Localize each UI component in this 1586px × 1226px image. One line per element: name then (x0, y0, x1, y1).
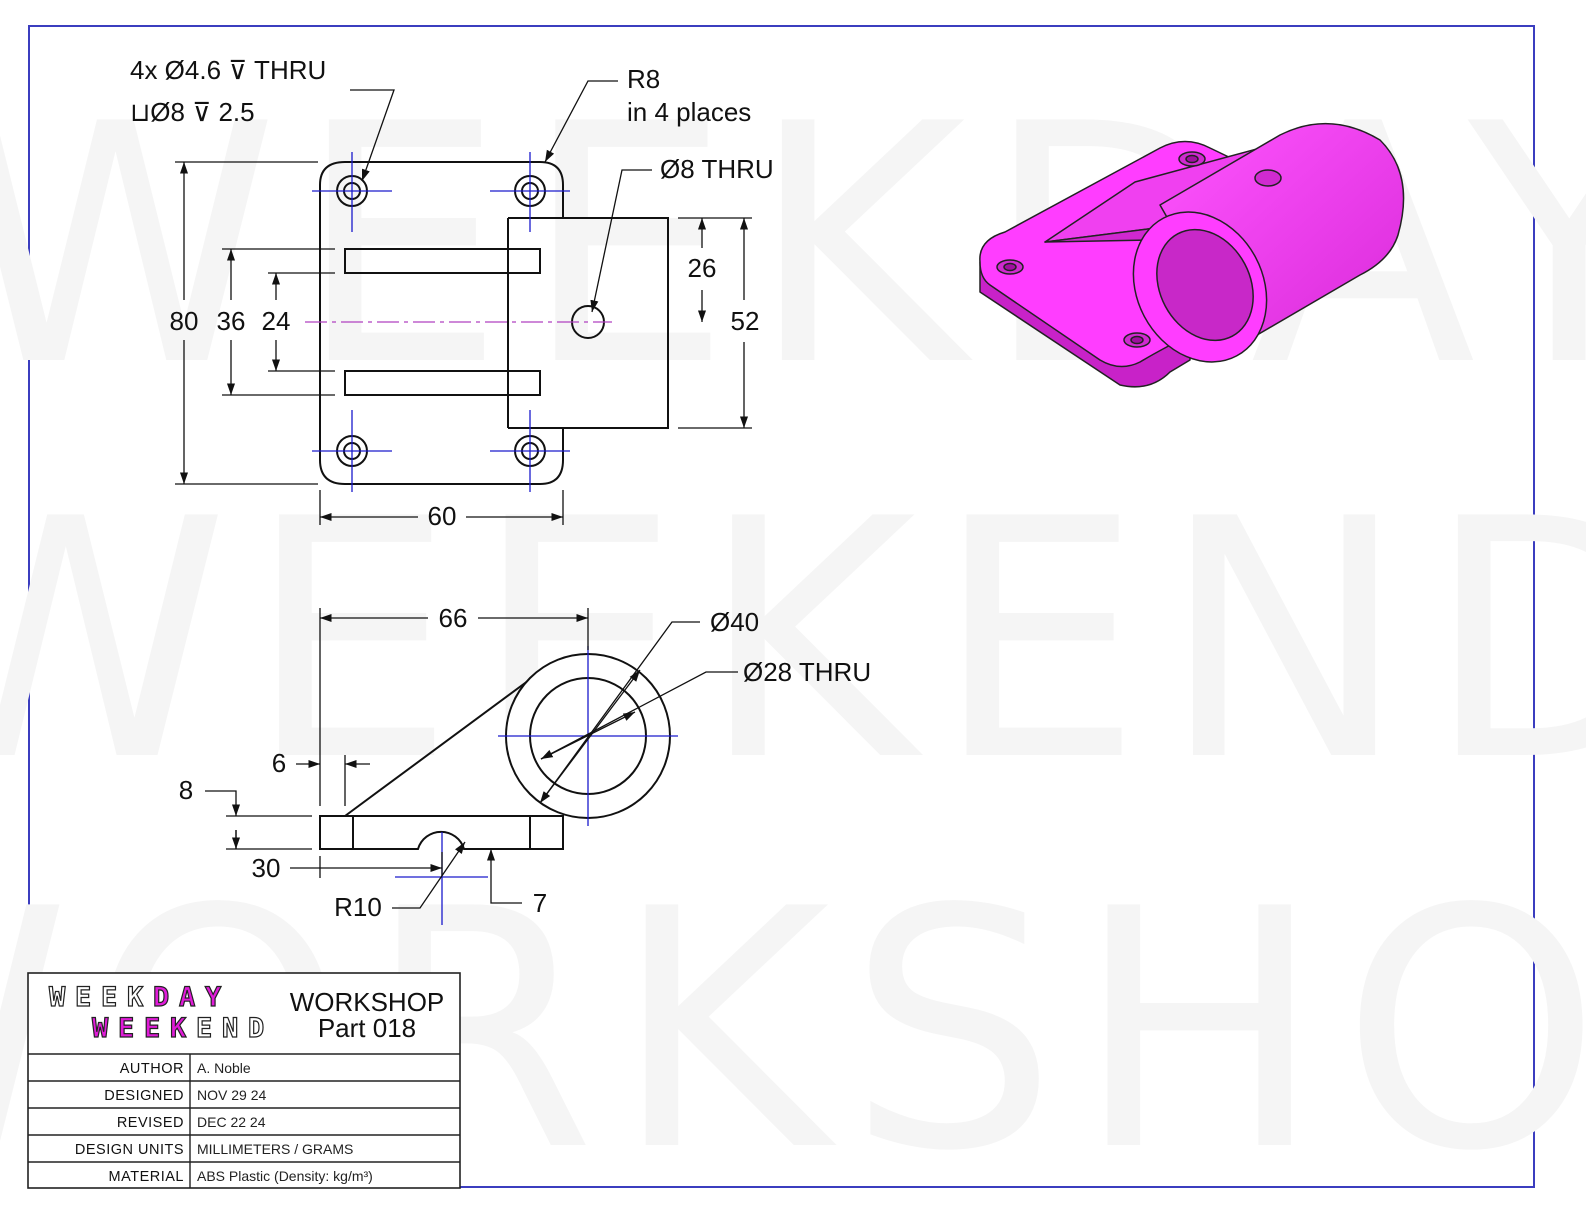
dim-cut-depth: 7 (533, 888, 547, 918)
dim-cut-position: 30 (252, 853, 281, 883)
svg-text:K: K (127, 982, 144, 1013)
dim-base-thickness: 8 (179, 775, 193, 805)
row-label-units: DESIGN UNITS (75, 1142, 184, 1158)
row-label-material: MATERIAL (109, 1169, 184, 1185)
title-block-part: Part 018 (318, 1013, 416, 1043)
svg-text:E: E (196, 1013, 212, 1044)
svg-text:E: E (101, 982, 117, 1013)
svg-text:W: W (49, 982, 66, 1013)
svg-text:E: E (144, 1013, 160, 1044)
svg-text:D: D (153, 982, 169, 1013)
dim-length: 66 (439, 603, 468, 633)
svg-text:A: A (179, 982, 195, 1013)
fillet-radius: R8 (627, 64, 660, 94)
brand-logo: W E E K D A Y W E E K E N D (48, 981, 264, 1044)
row-value-units: MILLIMETERS / GRAMS (197, 1141, 353, 1157)
dim-slot-inner: 24 (262, 306, 291, 336)
svg-text:W: W (92, 1013, 109, 1044)
dim-slot-outer: 36 (217, 306, 246, 336)
drawing-border (28, 25, 1535, 1188)
boss-diameter-callout: Ø40 (710, 607, 759, 637)
bore-diameter-callout: Ø28 THRU (743, 657, 871, 687)
isometric-model (979, 122, 1405, 388)
svg-text:E: E (75, 982, 91, 1013)
svg-text:D: D (248, 1013, 264, 1044)
svg-text:K: K (170, 1013, 187, 1044)
fillet-count: in 4 places (627, 97, 751, 127)
svg-text:N: N (222, 1013, 238, 1044)
title-block: W E E K D A Y W E E K E N D WORKSHOP Par… (27, 972, 461, 1189)
title-block-title: WORKSHOP (290, 987, 445, 1017)
dim-block-height: 52 (731, 306, 760, 336)
row-value-material: ABS Plastic (Density: kg/m³) (197, 1168, 373, 1184)
dim-height-overall: 80 (170, 306, 199, 336)
hole-callout: 4x Ø4.6 ⊽ THRU (130, 55, 326, 85)
watermark-line2: WEEKEND (0, 449, 1586, 833)
dim-rib-offset: 6 (272, 748, 286, 778)
watermark: WEEKDAY WEEKEND WORKSHOP (0, 54, 1586, 1223)
dimension-lines-front (205, 608, 738, 909)
dim-width: 60 (428, 501, 457, 531)
centerlines-top (312, 152, 570, 492)
svg-text:E: E (118, 1013, 134, 1044)
row-value-author: A. Noble (197, 1060, 251, 1076)
row-value-designed: NOV 29 24 (197, 1087, 266, 1103)
svg-text:Y: Y (205, 982, 222, 1013)
dim-bottom-radius: R10 (334, 892, 382, 922)
row-label-revised: REVISED (117, 1115, 184, 1131)
row-label-designed: DESIGNED (104, 1088, 184, 1104)
counterbore-callout: ⊔Ø8 ⊽ 2.5 (130, 97, 255, 127)
row-label-author: AUTHOR (120, 1061, 184, 1077)
row-value-revised: DEC 22 24 (197, 1114, 266, 1130)
dimension-lines-top (175, 80, 752, 525)
dim-block-offset: 26 (688, 253, 717, 283)
center-hole-callout: Ø8 THRU (660, 154, 774, 184)
